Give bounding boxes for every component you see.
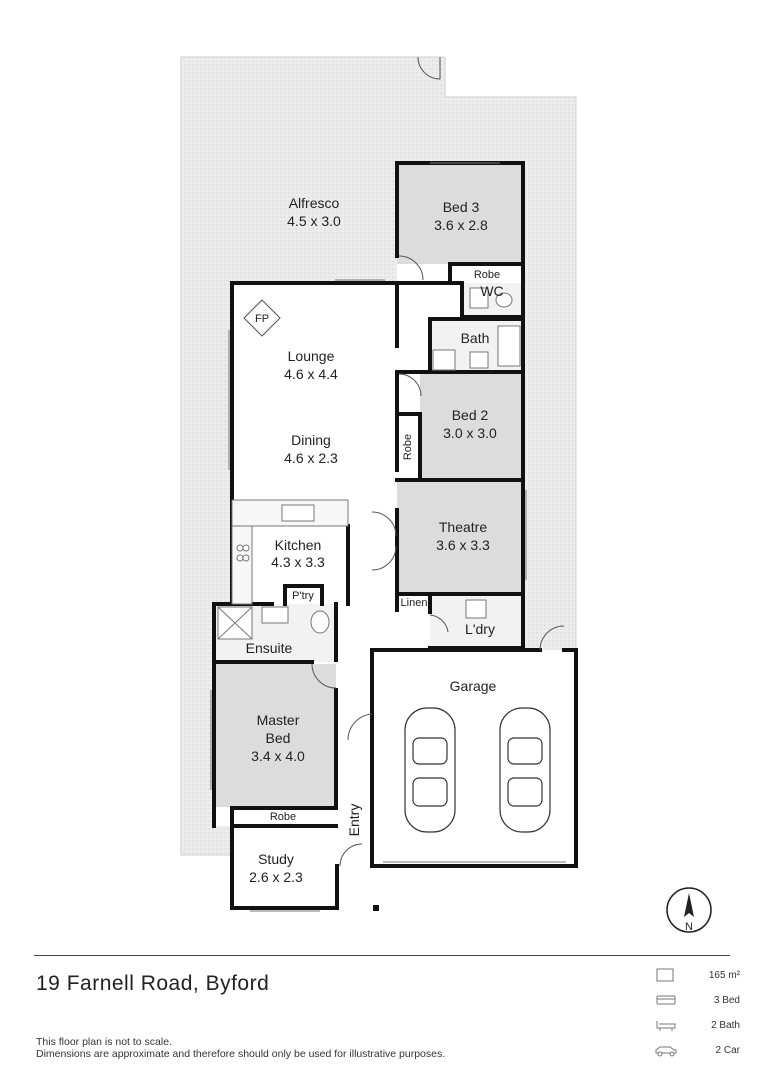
dining-dims: 4.6 x 2.3 bbox=[284, 450, 338, 466]
footer-divider bbox=[34, 955, 730, 956]
master-name-line2: Bed bbox=[266, 730, 291, 746]
compass-label: N bbox=[685, 921, 693, 933]
robe-bed3-label: Robe bbox=[474, 269, 500, 281]
theatre-name: Theatre bbox=[439, 519, 487, 535]
linen-label: Linen bbox=[401, 597, 428, 609]
doors bbox=[311, 56, 565, 867]
kitchen-bench bbox=[231, 499, 349, 605]
stat-car-label: 2 Car bbox=[715, 1045, 740, 1056]
kitchen-dims: 4.3 x 3.3 bbox=[271, 554, 325, 570]
stat-bed: 3 Bed bbox=[640, 991, 740, 1016]
alfresco-dims: 4.5 x 3.0 bbox=[287, 213, 341, 229]
property-stats: 165 m² 3 Bed 2 Bath 2 Car bbox=[640, 966, 740, 1066]
property-address: 19 Farnell Road, Byford bbox=[36, 972, 270, 995]
stat-bath-label: 2 Bath bbox=[711, 1020, 740, 1031]
theatre-dims: 3.6 x 3.3 bbox=[436, 537, 490, 553]
walls bbox=[212, 161, 578, 910]
disclaimer-line: This floor plan is not to scale. bbox=[36, 1036, 172, 1048]
stat-bed-label: 3 Bed bbox=[713, 995, 740, 1006]
disclaimer-line: Dimensions are approximate and therefore… bbox=[36, 1048, 446, 1060]
fireplace-label: FP bbox=[255, 313, 269, 325]
laundry-label: L'dry bbox=[465, 621, 495, 637]
bed2-dims: 3.0 x 3.0 bbox=[443, 425, 497, 441]
car-icon bbox=[404, 707, 456, 833]
stat-area-label: 165 m² bbox=[708, 970, 740, 981]
bath-icon bbox=[656, 1021, 676, 1031]
fireplace-icon bbox=[243, 299, 281, 337]
study-name: Study bbox=[258, 851, 294, 867]
lounge-dims: 4.6 x 4.4 bbox=[284, 366, 338, 382]
study-dims: 2.6 x 2.3 bbox=[249, 869, 303, 885]
master-name-line1: Master bbox=[257, 712, 300, 728]
dining-name: Dining bbox=[291, 432, 331, 448]
robe-master-label: Robe bbox=[270, 811, 296, 823]
pantry-label: P'try bbox=[292, 590, 314, 602]
entry-label: Entry bbox=[346, 804, 362, 837]
bed2-fill bbox=[420, 374, 523, 480]
bed3-dims: 3.6 x 2.8 bbox=[434, 217, 488, 233]
kitchen-name: Kitchen bbox=[275, 537, 322, 553]
windows bbox=[210, 162, 566, 912]
bed-icon bbox=[656, 995, 676, 1005]
ensuite-label: Ensuite bbox=[246, 640, 293, 656]
stat-car: 2 Car bbox=[640, 1041, 740, 1066]
wc-label: WC bbox=[480, 283, 503, 299]
stat-bath: 2 Bath bbox=[640, 1016, 740, 1041]
alfresco-name: Alfresco bbox=[289, 195, 340, 211]
master-dims: 3.4 x 4.0 bbox=[251, 748, 305, 764]
master-fill bbox=[216, 664, 336, 807]
lounge-name: Lounge bbox=[288, 348, 335, 364]
garage-label: Garage bbox=[450, 678, 497, 694]
bed2-name: Bed 2 bbox=[452, 407, 489, 423]
compass-icon bbox=[666, 887, 712, 933]
bath-label: Bath bbox=[461, 330, 490, 346]
car-icon bbox=[499, 707, 551, 833]
stat-area: 165 m² bbox=[640, 966, 740, 991]
theatre-fill bbox=[397, 480, 523, 594]
bed3-fill bbox=[397, 164, 523, 264]
bed3-name: Bed 3 bbox=[443, 199, 480, 215]
robe-bed2-label: Robe bbox=[402, 434, 414, 460]
fixtures bbox=[217, 287, 521, 640]
entry-marker bbox=[373, 905, 379, 911]
car-icon bbox=[655, 1046, 677, 1057]
disclaimer: This floor plan is not to scale. Dimensi… bbox=[36, 1036, 496, 1060]
area-icon bbox=[656, 968, 674, 982]
floor-plan: N Alfresco 4.5 x 3.0 Bed 3 3.6 x 2.8 Rob… bbox=[180, 56, 712, 933]
